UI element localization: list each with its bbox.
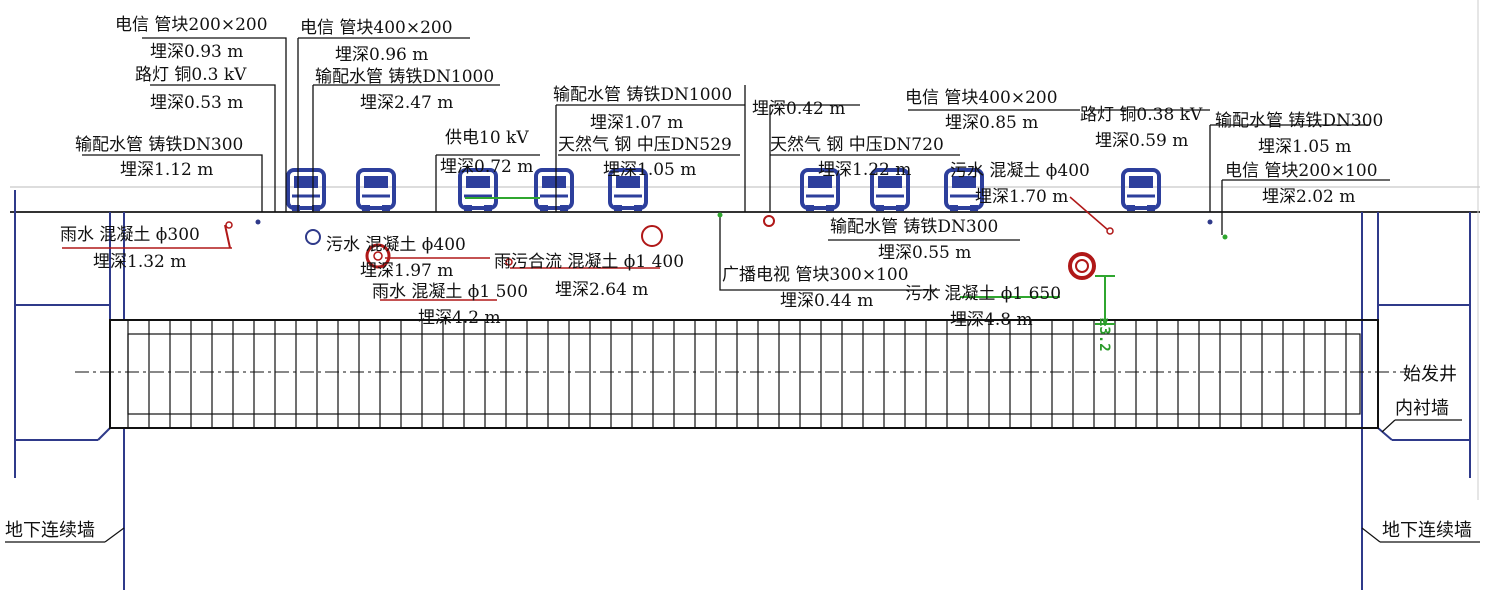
label-unknown-042-depth: 埋深0.42 m (752, 99, 845, 119)
left-wall-label: 地下连续墙 (5, 520, 95, 541)
label-gas-dn720-name: 天然气 钢 中压DN720 (770, 135, 944, 155)
label-water-dn1000-mid-name: 输配水管 铸铁DN1000 (553, 85, 732, 105)
bus-icon (534, 168, 574, 211)
inner-lining-wall-label: 内衬墙 (1395, 398, 1449, 419)
label-gas-dn529-name: 天然气 钢 中压DN529 (558, 135, 732, 155)
bus-icon (286, 168, 326, 211)
left-diaphragm-wall (14, 190, 125, 590)
bus-icon (458, 168, 498, 211)
label-water-dn300-right-name: 输配水管 铸铁DN300 (1215, 111, 1383, 131)
structure-labels: 地下连续墙 地下连续墙 始发井 内衬墙 (5, 364, 1480, 543)
label-rain-1500-depth: 埋深4.2 m (418, 308, 501, 328)
label-sewage-1650-depth: 埋深4.8 m (950, 310, 1033, 330)
label-power-10kv-name: 供电10 kV (445, 128, 529, 148)
label-telecom-200x100-name: 电信 管块200×100 (1225, 161, 1378, 181)
label-water-dn1000-left-name: 输配水管 铸铁DN1000 (315, 67, 494, 87)
label-water-dn1000-left-depth: 埋深2.47 m (360, 93, 453, 113)
label-power-10kv-depth: 埋深0.72 m (440, 157, 533, 177)
label-telecom-400x200-right-name: 电信 管块400×200 (905, 88, 1058, 108)
right-diaphragm-wall (1361, 212, 1471, 590)
label-water-dn300-mid-depth: 埋深0.55 m (878, 243, 971, 263)
label-telecom-200x200-depth: 埋深0.93 m (150, 42, 243, 62)
bus-icon (800, 168, 840, 211)
label-sewage-400-left-name: 污水 混凝土 ϕ400 (326, 235, 466, 255)
label-sewage-400-right-name: 污水 混凝土 ϕ400 (950, 161, 1090, 181)
bus-icon (944, 168, 984, 211)
label-telecom-400x200-left-name: 电信 管块400×200 (300, 18, 453, 38)
pipe-symbols (62, 196, 1228, 325)
label-tv-300x100-name: 广播电视 管块300×100 (722, 265, 909, 285)
clearance-dimension: ≥3.2 (1096, 318, 1112, 352)
label-telecom-200x200-name: 电信 管块200×200 (115, 15, 268, 35)
bus-icon (1121, 168, 1161, 211)
label-gas-dn720-depth: 埋深1.22 m (818, 160, 911, 180)
label-streetlight-left-name: 路灯 铜0.3 kV (135, 65, 247, 85)
label-tv-300x100-depth: 埋深0.44 m (780, 291, 873, 311)
label-water-dn300-left-name: 输配水管 铸铁DN300 (75, 135, 243, 155)
label-combined-1400-depth: 埋深2.64 m (555, 280, 648, 300)
label-streetlight-right-name: 路灯 铜0.38 kV (1080, 105, 1203, 125)
right-wall-label: 地下连续墙 (1382, 520, 1472, 541)
label-telecom-400x200-right-depth: 埋深0.85 m (945, 113, 1038, 133)
label-water-dn1000-mid-depth: 埋深1.07 m (590, 113, 683, 133)
bus-icon (356, 168, 396, 211)
label-streetlight-left-depth: 埋深0.53 m (150, 93, 243, 113)
label-streetlight-right-depth: 埋深0.59 m (1095, 131, 1188, 151)
label-sewage-400-right-depth: 埋深1.70 m (975, 187, 1068, 207)
label-water-dn300-right-depth: 埋深1.05 m (1258, 137, 1351, 157)
label-sewage-1650-name: 污水 混凝土 ϕ1 650 (905, 284, 1061, 304)
label-water-dn300-left-depth: 埋深1.12 m (120, 160, 213, 180)
bus-icon (608, 168, 648, 211)
label-gas-dn529-depth: 埋深1.05 m (603, 160, 696, 180)
label-rain-300-name: 雨水 混凝土 ϕ300 (60, 225, 200, 245)
road-vehicles (286, 168, 1161, 211)
utility-labels: 电信 管块200×200 埋深0.93 m 电信 管块400×200 埋深0.9… (60, 15, 1383, 330)
label-sewage-400-left-depth: 埋深1.97 m (360, 261, 453, 281)
leader-lines (82, 37, 1390, 291)
label-rain-300-depth: 埋深1.32 m (93, 252, 186, 272)
label-telecom-400x200-left-depth: 埋深0.96 m (335, 45, 428, 65)
label-rain-1500-name: 雨水 混凝土 ϕ1 500 (372, 282, 528, 302)
label-water-dn300-mid-name: 输配水管 铸铁DN300 (830, 217, 998, 237)
launch-shaft-label: 始发井 (1403, 364, 1457, 385)
shield-tunnel (75, 319, 1410, 429)
label-telecom-200x100-depth: 埋深2.02 m (1262, 187, 1355, 207)
bus-icon (870, 168, 910, 211)
label-combined-1400-name: 雨污合流 混凝土 ϕ1 400 (494, 252, 684, 272)
